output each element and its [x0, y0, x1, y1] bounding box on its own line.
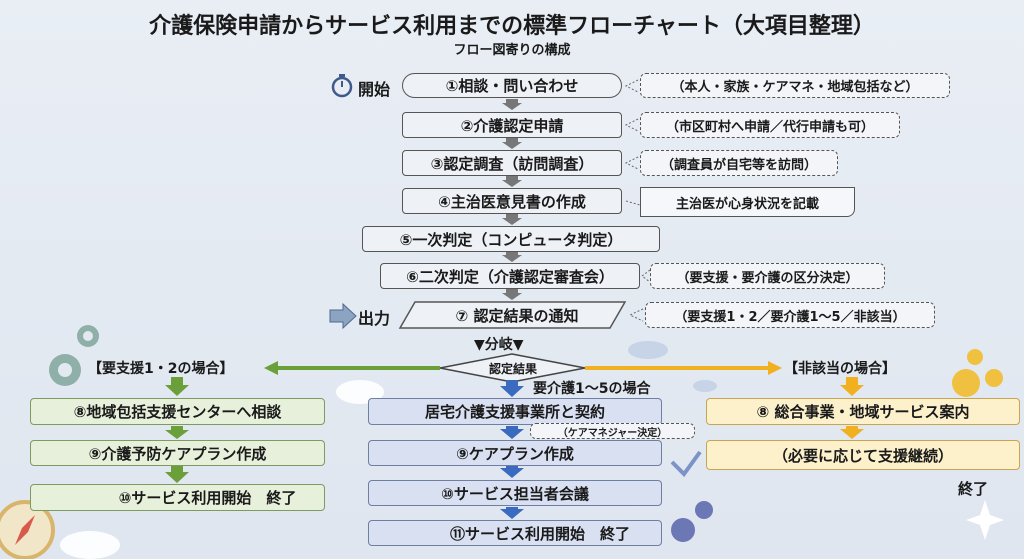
- left-step-9: ⑨介護予防ケアプラン作成: [30, 440, 325, 466]
- right-end-label: 終了: [958, 480, 989, 498]
- blue-down-arrow: [500, 380, 524, 519]
- notification-shape: [398, 301, 627, 329]
- step-3-note: （調査員が自宅等を訪問）: [640, 150, 838, 176]
- step-7-notification: ⑦ 認定結果の通知: [455, 307, 579, 325]
- middle-step-9: ⑨ケアプラン作成: [368, 440, 662, 466]
- middle-step-11: ⑪サービス利用開始 終了: [368, 520, 662, 546]
- flow-arrow: [502, 99, 522, 300]
- step-4-doctor-opinion: ④主治医意見書の作成: [402, 188, 622, 214]
- output-label: 出力: [358, 309, 391, 328]
- page-title: 介護保険申請からサービス利用までの標準フローチャート（大項目整理）: [149, 14, 875, 39]
- orange-arrow: [768, 361, 782, 375]
- left-branch-heading: 【要支援1・2の場合】: [88, 361, 234, 377]
- right-step-8: ⑧ 総合事業・地域サービス案内: [706, 398, 1020, 425]
- green-down-arrow: [165, 377, 189, 483]
- left-step-10: ⑩サービス利用開始 終了: [30, 484, 325, 511]
- start-label: 開始: [358, 80, 391, 99]
- step-7-note: （要支援1・2／要介護1～5／非該当）: [645, 302, 935, 328]
- step-6-secondary-judgment: ⑥二次判定（介護認定審査会）: [380, 263, 640, 289]
- right-step-support: （必要に応じて支援継続）: [706, 440, 1020, 470]
- gear-icon: [952, 349, 1003, 397]
- step-4-note: 主治医が心身状況を記載: [640, 187, 855, 217]
- left-step-8: ⑧地域包括支援センターへ相談: [30, 398, 325, 425]
- step-1-consultation: ①相談・問い合わせ: [402, 73, 622, 98]
- step-2-application: ②介護認定申請: [402, 112, 622, 138]
- step-2-note: （市区町村へ申請／代行申請も可）: [640, 112, 900, 138]
- decision-label: 認定結果: [488, 362, 537, 376]
- branch-heading: ▼分岐▼: [474, 337, 524, 353]
- page-subtitle: フロー図寄りの構成: [453, 43, 571, 58]
- cloud-icon: [628, 341, 717, 392]
- sparkle-icon: [966, 500, 1004, 540]
- middle-step-10: ⑩サービス担当者会議: [368, 480, 662, 506]
- middle-step-contract: 居宅介護支援事業所と契約: [368, 398, 662, 425]
- gear-icon: [671, 501, 713, 542]
- stopwatch-icon: [331, 74, 353, 98]
- compass-icon: [0, 500, 55, 559]
- step-1-note: （本人・家族・ケアマネ・地域包括など）: [640, 73, 950, 98]
- green-arrow: [264, 361, 278, 375]
- middle-branch-heading: 要介護1～5の場合: [533, 381, 651, 397]
- step-6-note: （要支援・要介護の区分決定）: [650, 263, 885, 289]
- checkmark-icon: [670, 450, 702, 478]
- middle-note: （ケアマネジャー決定）: [530, 423, 695, 439]
- step-5-primary-judgment: ⑤一次判定（コンピュータ判定）: [362, 226, 660, 252]
- step-3-survey: ③認定調査（訪問調査）: [402, 150, 622, 176]
- orange-down-arrow: [840, 377, 864, 439]
- right-branch-heading: 【非該当の場合】: [784, 361, 896, 377]
- output-arrow-icon: [329, 302, 357, 330]
